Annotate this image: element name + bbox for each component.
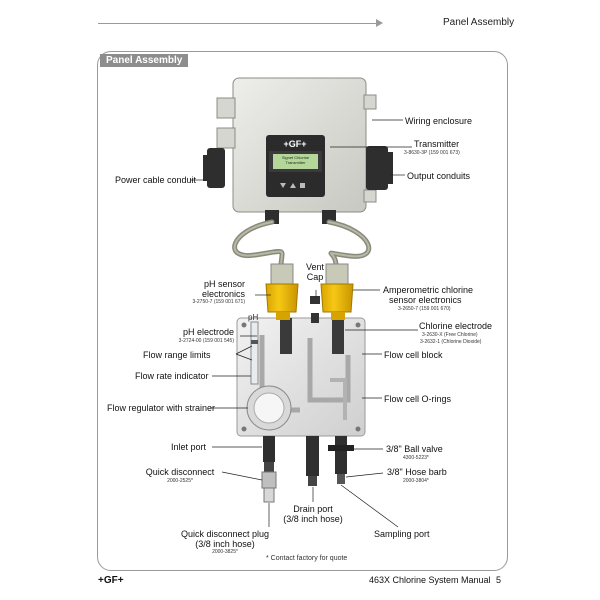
header-section-title: Panel Assembly bbox=[443, 17, 515, 28]
marker-ph: pH bbox=[248, 313, 258, 322]
label-vent: Vent bbox=[305, 262, 325, 272]
label-flow-cell-block: Flow cell block bbox=[384, 350, 443, 360]
label-amp-sensor-electronics: sensor electronics bbox=[389, 295, 462, 305]
label-qd-plug-part: 2000-3825* bbox=[212, 549, 238, 555]
label-amp-sensor-part: 3-2650-7 (159 001 670) bbox=[398, 306, 451, 312]
note-contact-factory: * Contact factory for quote bbox=[266, 555, 348, 562]
label-amp-sensor: Amperometric chlorine bbox=[383, 285, 474, 295]
footer-page-number: 5 bbox=[496, 575, 502, 585]
label-ph-electrode: pH electrode bbox=[182, 327, 234, 337]
device-logo: +GF+ bbox=[283, 139, 307, 149]
label-flow-regulator: Flow regulator with strainer bbox=[107, 403, 216, 413]
transmitter bbox=[266, 135, 325, 197]
label-output-conduits: Output conduits bbox=[407, 171, 471, 181]
label-inlet-port: Inlet port bbox=[171, 442, 207, 452]
label-quick-disconnect-part: 2000-2525* bbox=[167, 478, 193, 484]
label-flow-cell-orings: Flow cell O-rings bbox=[384, 394, 452, 404]
label-cap: Cap bbox=[306, 272, 324, 282]
panel-frame bbox=[97, 51, 508, 571]
header-arrow-icon bbox=[376, 19, 383, 27]
power-conduit bbox=[203, 148, 225, 188]
label-wiring-enclosure: Wiring enclosure bbox=[405, 116, 473, 126]
device-screen-line2: Transmitter bbox=[285, 160, 306, 165]
label-qd-plug-hose: (3/8 inch hose) bbox=[195, 539, 255, 549]
label-drain-port-hose: (3/8 inch hose) bbox=[283, 514, 343, 524]
ball-valve bbox=[328, 436, 354, 484]
label-ph-sensor: pH sensor bbox=[203, 279, 245, 289]
flow-regulator bbox=[246, 385, 292, 431]
label-quick-disconnect: Quick disconnect bbox=[145, 467, 215, 477]
label-chlorine-electrode: Chlorine electrode bbox=[419, 321, 493, 331]
label-transmitter: Transmitter bbox=[414, 139, 460, 149]
label-ball-valve: 3/8" Ball valve bbox=[386, 444, 443, 454]
label-hose-barb: 3/8" Hose barb bbox=[387, 467, 447, 477]
drain-port bbox=[306, 436, 319, 486]
quick-disconnect bbox=[261, 471, 277, 503]
label-chlorine-part-2: 3-2632-1 (Chlorine Dioxide) bbox=[420, 339, 482, 345]
label-chlorine-part-1: 3-2630-X (Free Chlorine) bbox=[422, 332, 478, 338]
label-ball-valve-part: 4300-5223* bbox=[403, 455, 429, 461]
label-power-conduit: Power cable conduit bbox=[115, 175, 197, 185]
ph-sensor-electronics bbox=[265, 263, 299, 320]
label-sampling-port: Sampling port bbox=[374, 529, 430, 539]
label-ph-electrode-part: 3-2724-00 (159 001 545) bbox=[178, 338, 234, 344]
label-flow-rate: Flow rate indicator bbox=[135, 371, 209, 381]
output-conduits bbox=[366, 146, 393, 190]
label-transmitter-part: 3-8630-3P (159 001 673) bbox=[404, 150, 460, 156]
amp-sensor-electronics bbox=[320, 263, 354, 320]
label-drain-port: Drain port bbox=[293, 504, 333, 514]
label-ph-sensor-part: 3-2750-7 (159 001 671) bbox=[192, 299, 245, 305]
label-qd-plug: Quick disconnect plug bbox=[180, 529, 270, 539]
inlet-port bbox=[263, 436, 275, 472]
label-hose-barb-part: 2000-3804* bbox=[403, 478, 429, 484]
footer-manual-title: 463X Chlorine System Manual bbox=[369, 575, 491, 585]
footer-logo: +GF+ bbox=[98, 575, 124, 586]
panel-tab: Panel Assembly bbox=[100, 54, 188, 67]
label-ph-sensor-electronics: electronics bbox=[201, 289, 245, 299]
device-screen-line1: Signet Chlorine bbox=[281, 155, 310, 160]
header-rule bbox=[98, 23, 380, 24]
label-flow-range: Flow range limits bbox=[143, 350, 211, 360]
